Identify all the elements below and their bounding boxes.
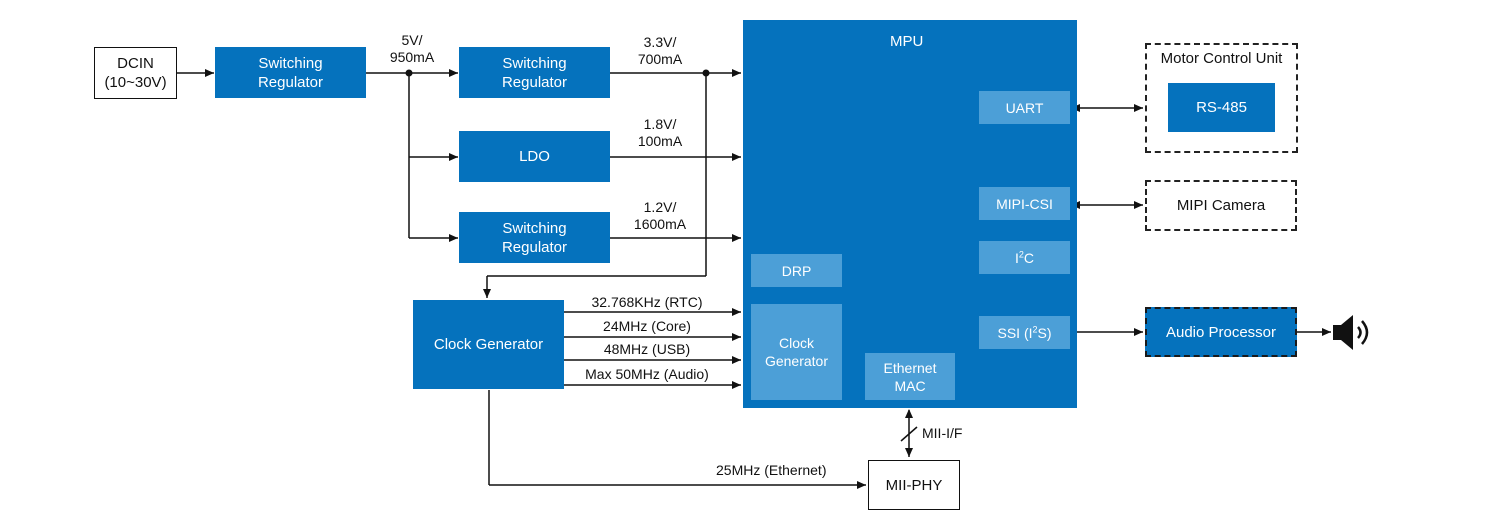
rail-1v8-label: 1.8V/ 100mA	[626, 116, 694, 150]
switching-regulator-2: Switching Regulator	[459, 47, 610, 98]
audio-processor-box: Audio Processor	[1145, 307, 1297, 357]
speaker-icon	[1333, 315, 1369, 350]
rail-3v3-label: 3.3V/ 700mA	[626, 34, 694, 68]
switching-regulator-1: Switching Regulator	[215, 47, 366, 98]
rail-5v-voltage: 5V/	[401, 32, 423, 48]
motor-control-unit-title: Motor Control Unit	[1160, 50, 1283, 67]
i2c-prefix: I	[1014, 249, 1019, 266]
ssi-prefix: SSI (I	[997, 324, 1033, 341]
clock-signal-audio: Max 50MHz (Audio)	[585, 366, 709, 382]
rail-1v2-current: 1600mA	[633, 216, 687, 232]
rs485-block: RS-485	[1168, 83, 1275, 132]
mpu-drp-label: DRP	[781, 262, 812, 279]
mpu-mipi-csi: MIPI-CSI	[979, 187, 1070, 220]
switching-regulator-3: Switching Regulator	[459, 212, 610, 263]
rail-5v-current: 950mA	[389, 49, 435, 65]
switching-regulator-1-line1: Switching	[258, 54, 323, 72]
clock-signal-usb: 48MHz (USB)	[603, 341, 691, 357]
mpu-i2c: I2C	[979, 241, 1070, 274]
mii-phy-label: MII-PHY	[885, 476, 943, 494]
mpu-ethernet-mac-line2: MAC	[894, 377, 926, 394]
mpu-title: MPU	[890, 33, 924, 50]
mpu-ethernet-mac: Ethernet MAC	[865, 353, 955, 400]
ssi-superscript: 2	[1032, 323, 1038, 334]
ethernet-clock-label: 25MHz (Ethernet)	[716, 462, 827, 478]
rail-1v2-label: 1.2V/ 1600mA	[626, 199, 694, 233]
rs485-label: RS-485	[1196, 99, 1247, 116]
rail-1v8-voltage: 1.8V/	[643, 116, 677, 132]
ldo-block: LDO	[459, 131, 610, 182]
switching-regulator-3-line1: Switching	[502, 219, 567, 237]
clock-signal-rtc: 32.768KHz (RTC)	[591, 294, 703, 310]
dcin-label: DCIN	[117, 55, 154, 72]
mipi-camera-box: MIPI Camera	[1145, 180, 1297, 231]
clock-generator-label: Clock Generator	[433, 336, 544, 353]
i2c-suffix: C	[1023, 249, 1035, 266]
mpu-clock-generator-line2: Generator	[764, 353, 829, 369]
dcin-box: DCIN (10~30V)	[94, 47, 177, 99]
mpu-clock-generator: Clock Generator	[751, 304, 842, 400]
dcin-range: (10~30V)	[104, 74, 167, 91]
switching-regulator-2-line1: Switching	[502, 54, 567, 72]
clock-signal-core: 24MHz (Core)	[603, 318, 691, 334]
mpu-ssi-label: SSI (I2S)	[997, 324, 1051, 342]
mpu-ethernet-mac-line1: Ethernet	[883, 359, 937, 376]
rail-5v-label: 5V/ 950mA	[384, 32, 440, 66]
mii-phy-box: MII-PHY	[868, 460, 960, 510]
switching-regulator-3-line2: Regulator	[501, 238, 568, 256]
mpu-i2c-label: I2C	[1015, 249, 1034, 267]
rail-1v2-voltage: 1.2V/	[643, 199, 677, 215]
mpu-ssi: SSI (I2S)	[979, 316, 1070, 349]
i2c-superscript: 2	[1018, 248, 1024, 259]
switching-regulator-1-line2: Regulator	[257, 73, 324, 91]
mpu-uart: UART	[979, 91, 1070, 124]
mpu-uart-label: UART	[1005, 99, 1044, 116]
rail-3v3-current: 700mA	[637, 51, 683, 67]
mii-if-label: MII-I/F	[922, 425, 963, 441]
mpu-mipi-csi-label: MIPI-CSI	[996, 195, 1053, 212]
audio-processor-label: Audio Processor	[1165, 323, 1277, 341]
switching-regulator-2-line2: Regulator	[501, 73, 568, 91]
rail-1v8-current: 100mA	[637, 133, 683, 149]
mpu-clock-generator-line1: Clock	[778, 335, 814, 351]
ldo-label: LDO	[519, 148, 550, 165]
clock-generator-block: Clock Generator	[413, 300, 564, 389]
mipi-camera-label: MIPI Camera	[1176, 197, 1266, 214]
mpu-drp: DRP	[751, 254, 842, 287]
rail-3v3-voltage: 3.3V/	[643, 34, 677, 50]
ssi-suffix: S)	[1037, 324, 1052, 341]
